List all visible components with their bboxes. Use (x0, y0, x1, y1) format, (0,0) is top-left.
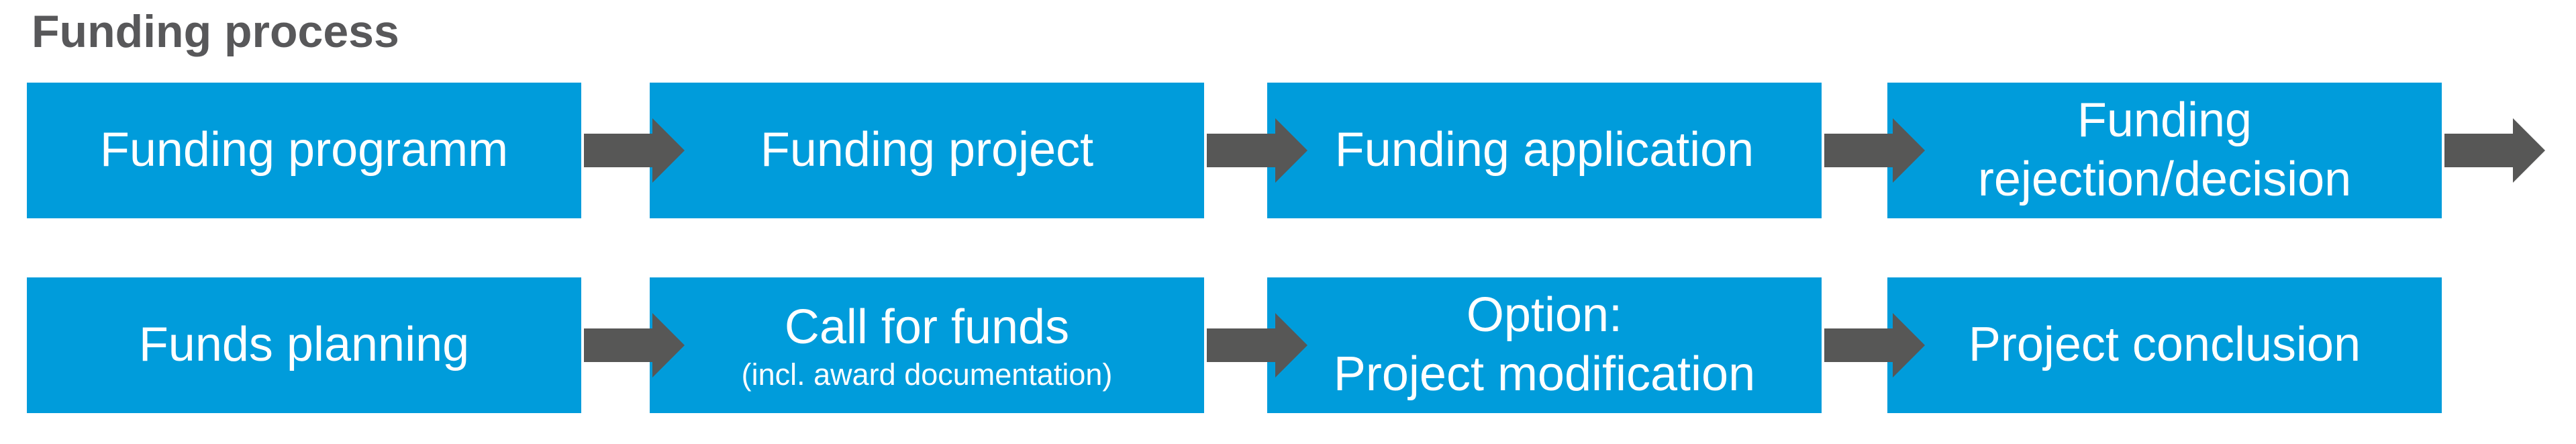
box-option-project-modification: Option: Project modification (1267, 277, 1822, 413)
box-funds-planning: Funds planning (27, 277, 581, 413)
box-funding-project: Funding project (650, 83, 1204, 218)
box-call-for-funds: Call for funds (incl. award documentatio… (650, 277, 1204, 413)
box-funding-application: Funding application (1267, 83, 1822, 218)
box-label: Call for funds (784, 300, 1070, 355)
box-project-conclusion: Project conclusion (1887, 277, 2442, 413)
box-label: Project conclusion (1968, 318, 2361, 372)
box-label: Funds planning (138, 318, 470, 372)
flow-arrow-icon (584, 118, 685, 183)
diagram-title: Funding process (32, 6, 399, 57)
box-label: Project modification (1333, 347, 1756, 401)
box-label: Option: (1466, 288, 1623, 343)
box-funding-programm: Funding programm (27, 83, 581, 218)
box-label: Funding application (1334, 123, 1754, 177)
box-label: Funding project (760, 123, 1094, 177)
flow-arrow-icon (1207, 118, 1307, 183)
box-funding-rejection-decision: Funding rejection/decision (1887, 83, 2442, 218)
box-sublabel: (incl. award documentation) (741, 357, 1113, 392)
flow-arrow-icon (1207, 313, 1307, 378)
box-label: Funding programm (99, 123, 509, 177)
flow-arrow-icon (1824, 313, 1925, 378)
flow-arrow-icon (1824, 118, 1925, 183)
box-label: Funding (2077, 93, 2252, 148)
box-label: rejection/decision (1977, 152, 2352, 206)
flow-arrow-continues-icon (2444, 118, 2545, 183)
flow-arrow-icon (584, 313, 685, 378)
